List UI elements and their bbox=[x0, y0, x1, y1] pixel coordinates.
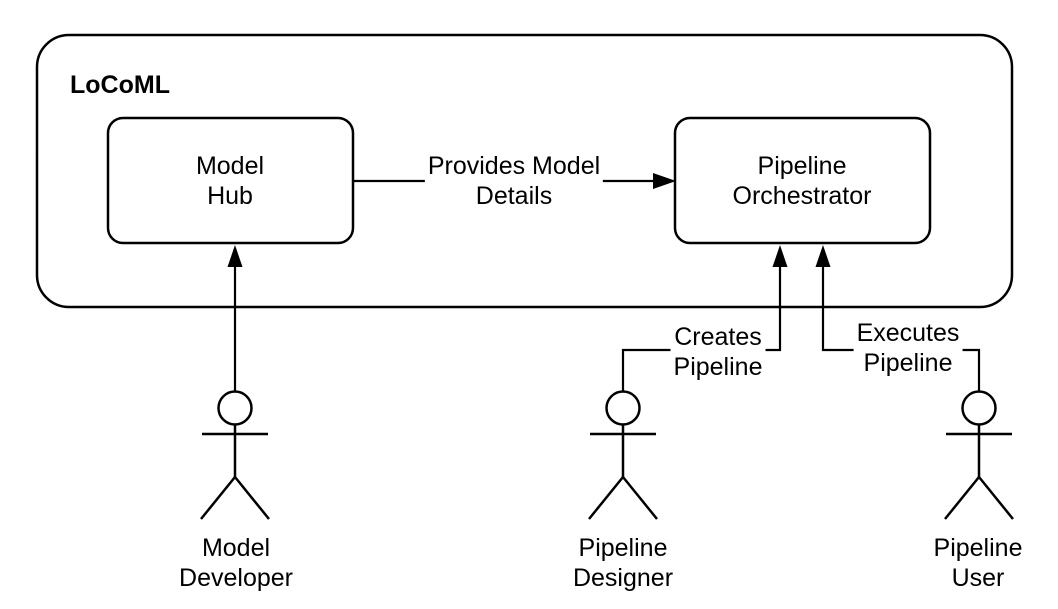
executes-pipeline-label-line1: Executes bbox=[856, 319, 960, 347]
model-developer-label-line2: Developer bbox=[179, 564, 293, 592]
model-developer-label-line1: Model bbox=[201, 534, 271, 562]
pipeline-designer-figure-icon bbox=[587, 390, 659, 521]
provides-model-details-label-line1: Provides Model bbox=[427, 152, 601, 180]
pipeline-user-label: Pipeline User bbox=[934, 533, 1023, 593]
creates-pipeline-label-line2: Pipeline bbox=[673, 353, 763, 381]
creates-pipeline-label: Creates Pipeline bbox=[670, 322, 766, 382]
model-developer-figure-icon bbox=[199, 390, 271, 521]
model-developer-arrowhead-icon bbox=[227, 245, 243, 267]
locoml-title: LoCoML bbox=[70, 71, 170, 99]
pipeline-designer-label-line1: Pipeline bbox=[578, 534, 668, 562]
pipeline-designer-label: Pipeline Designer bbox=[573, 533, 673, 593]
provides-model-details-arrowhead-icon bbox=[653, 173, 676, 189]
model-hub-label: Model Hub bbox=[196, 151, 264, 211]
provides-model-details-label: Provides Model Details bbox=[424, 151, 604, 211]
provides-model-details-label-line2: Details bbox=[475, 182, 553, 210]
model-developer-label: Model Developer bbox=[179, 533, 293, 593]
pipeline-user-figure-icon bbox=[943, 390, 1015, 521]
model-hub-label-line1: Model bbox=[195, 152, 265, 180]
pipeline-orchestrator-label-line2: Orchestrator bbox=[732, 182, 872, 210]
executes-pipeline-label-line2: Pipeline bbox=[863, 349, 953, 377]
pipeline-orchestrator-node bbox=[673, 116, 932, 245]
pipeline-orchestrator-label: Pipeline Orchestrator bbox=[733, 151, 872, 211]
creates-pipeline-arrowhead-icon bbox=[772, 245, 788, 267]
pipeline-designer-label-line2: Designer bbox=[572, 564, 674, 592]
creates-pipeline-label-line1: Creates bbox=[674, 323, 762, 351]
pipeline-orchestrator-label-line1: Pipeline bbox=[757, 152, 847, 180]
executes-pipeline-label: Executes Pipeline bbox=[853, 318, 963, 378]
executes-pipeline-arrowhead-icon bbox=[815, 245, 831, 267]
pipeline-user-label-line1: Pipeline bbox=[933, 534, 1023, 562]
model-hub-label-line2: Hub bbox=[207, 182, 253, 210]
pipeline-user-label-line2: User bbox=[951, 564, 1005, 592]
